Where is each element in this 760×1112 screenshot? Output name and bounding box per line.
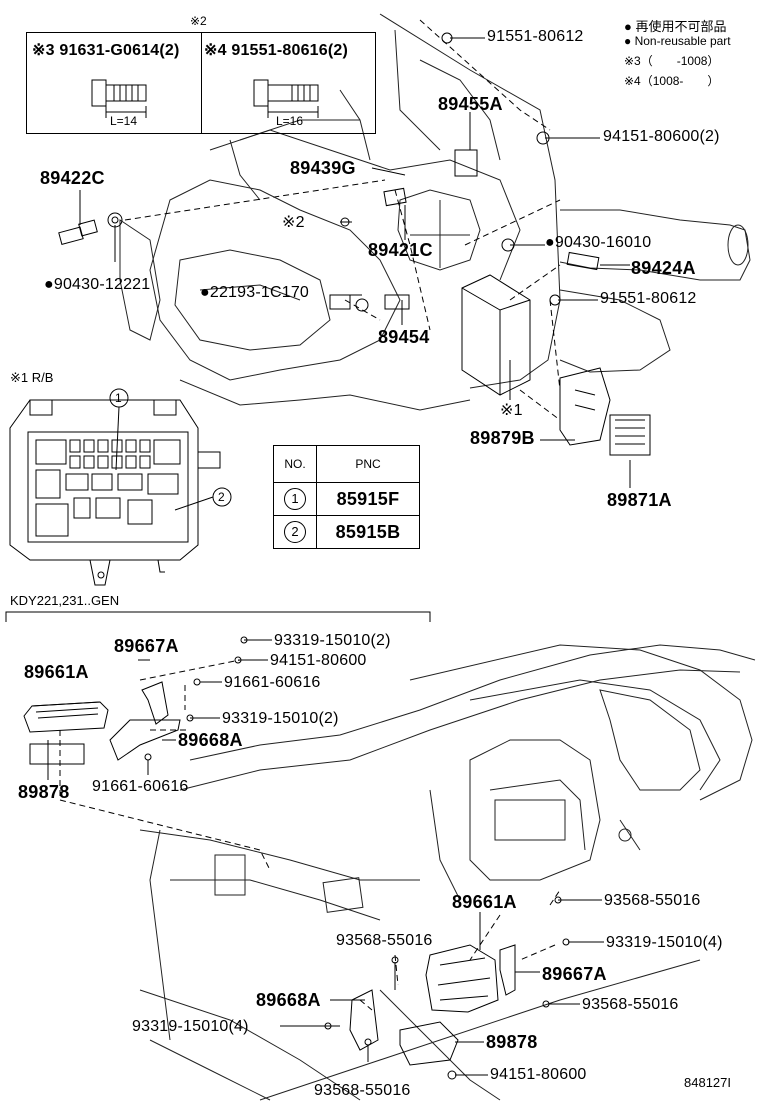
label-94151-80600-top: 94151-80600(2) xyxy=(603,128,720,145)
pnc-table: NO. PNC 1 85915F 2 85915B xyxy=(273,445,420,549)
label-89871A: 89871A xyxy=(607,490,672,510)
connector-89871A xyxy=(559,367,651,456)
label-93568-55016-d: 93568-55016 xyxy=(314,1082,411,1099)
label-89661A-low: 89661A xyxy=(452,892,517,912)
pnc-head-pnc: PNC xyxy=(316,445,420,483)
label-91551-80612-mid: 91551-80612 xyxy=(600,290,697,307)
label-93319-15010-b: 93319-15010(2) xyxy=(222,710,339,727)
label-90430-16010: ●90430-16010 xyxy=(545,234,652,251)
label-89424A: 89424A xyxy=(631,258,696,278)
dash-parts xyxy=(23,636,570,1080)
relay-box-callout-1: 1 xyxy=(115,391,122,405)
label-94151-80600-low: 94151-80600 xyxy=(490,1066,587,1083)
bolt-detail-drawings xyxy=(91,79,319,118)
dash-solid-leaders xyxy=(47,639,604,1076)
label-89668A-top: 89668A xyxy=(178,730,243,750)
bolt-box-divider xyxy=(201,33,202,133)
engine-leader-lines xyxy=(124,19,561,421)
pnc-row-number: 2 xyxy=(284,521,306,543)
bolt-detail-box xyxy=(26,32,376,134)
legend-note4: ※4（1008- ） xyxy=(624,74,720,88)
label-22193-1C170: ●22193-1C170 xyxy=(200,284,310,301)
label-93568-55016-a: 93568-55016 xyxy=(604,892,701,909)
bolt-right-length: L=16 xyxy=(276,114,304,128)
bolt-right-part: ※4 91551-80616(2) xyxy=(204,42,349,59)
label-89878-low: 89878 xyxy=(486,1032,538,1052)
label-89879B: 89879B xyxy=(470,428,535,448)
bolt-box-note: ※2 xyxy=(190,14,207,28)
label-89455A: 89455A xyxy=(438,94,503,114)
pnc-row-code: 85915B xyxy=(316,515,420,549)
relay-box-callout-2: 2 xyxy=(218,490,225,504)
label-89667A-low: 89667A xyxy=(542,964,607,984)
section-bracket xyxy=(5,611,431,622)
label-91551-80612-top: 91551-80612 xyxy=(487,28,584,45)
pnc-table-header: NO. PNC xyxy=(273,445,420,483)
pnc-row-no-cell: 1 xyxy=(273,482,317,516)
engine-block-drawing xyxy=(119,13,751,411)
bolt-left-length: L=14 xyxy=(110,114,138,128)
sensor-parts xyxy=(58,149,600,310)
pnc-row-number: 1 xyxy=(284,488,306,510)
legend-non-reusable-jp: ● 再使用不可部品 xyxy=(624,19,727,34)
label-93568-55016-b: 93568-55016 xyxy=(336,932,433,949)
label-note1: ※1 xyxy=(500,402,523,419)
relay-box-title: ※1 R/B xyxy=(10,370,54,385)
pnc-row-code: 85915F xyxy=(316,482,420,516)
label-89422C: 89422C xyxy=(40,168,105,188)
label-93319-15010-d: 93319-15010(4) xyxy=(132,1018,249,1035)
section-condition: KDY221,231..GEN xyxy=(10,593,120,608)
label-91661-60616-a: 91661-60616 xyxy=(224,674,321,691)
label-89661A-top: 89661A xyxy=(24,662,89,682)
legend-note3: ※3（ -1008） xyxy=(624,54,720,68)
label-note2: ※2 xyxy=(282,214,305,231)
label-93568-55016-c: 93568-55016 xyxy=(582,996,679,1013)
pnc-table-row: 1 85915F xyxy=(273,482,420,516)
legend-non-reusable-en: ● Non-reusable part xyxy=(624,34,731,48)
label-94151-80600-mid: 94151-80600 xyxy=(270,652,367,669)
label-93319-15010-c: 93319-15010(4) xyxy=(606,934,723,951)
ecu-module-89879B xyxy=(461,274,531,396)
relay-box-drawing xyxy=(9,388,232,586)
pnc-head-no: NO. xyxy=(273,445,317,483)
label-89454: 89454 xyxy=(378,327,430,347)
engine-solid-leaders xyxy=(79,37,631,488)
label-90430-12221: ●90430-12221 xyxy=(44,276,151,293)
label-89667A-top: 89667A xyxy=(114,636,179,656)
label-93319-15010-a: 93319-15010(2) xyxy=(274,632,391,649)
pnc-table-row: 2 85915B xyxy=(273,515,420,549)
label-89878-top: 89878 xyxy=(18,782,70,802)
dash-leader-lines xyxy=(59,659,561,1011)
label-91661-60616-b: 91661-60616 xyxy=(92,778,189,795)
label-89421C: 89421C xyxy=(368,240,433,260)
label-89439G: 89439G xyxy=(290,158,356,178)
figure-id: 848127I xyxy=(684,1075,731,1090)
pnc-row-no-cell: 2 xyxy=(273,515,317,549)
dashboard-drawing xyxy=(139,644,756,1101)
bolt-left-part: ※3 91631-G0614(2) xyxy=(32,42,180,59)
engine-fasteners xyxy=(107,32,561,312)
label-89668A-low: 89668A xyxy=(256,990,321,1010)
